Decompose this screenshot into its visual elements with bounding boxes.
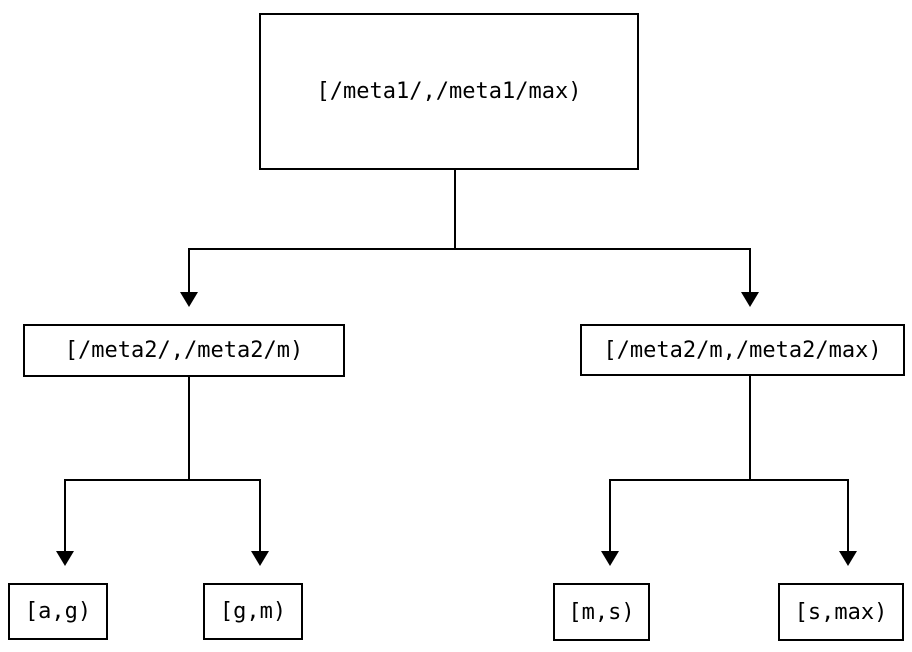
node-leaf-smax: [s,max): [778, 583, 904, 641]
arrowhead-icon: [601, 551, 619, 566]
edge-right-child-to-leaves: [601, 375, 857, 566]
node-child-left: [/meta2/,/meta2/m): [23, 324, 345, 377]
node-child-right: [/meta2/m,/meta2/max): [580, 324, 905, 376]
arrowhead-icon: [180, 292, 198, 307]
node-root: [/meta1/,/meta1/max): [259, 13, 639, 170]
edge-root-to-children: [180, 169, 759, 307]
node-root-label: [/meta1/,/meta1/max): [316, 79, 582, 104]
arrowhead-icon: [56, 551, 74, 566]
arrowhead-icon: [839, 551, 857, 566]
node-leaf-gm: [g,m): [203, 583, 303, 640]
node-leaf-gm-label: [g,m): [219, 599, 287, 624]
edge-left-child-to-leaves: [56, 376, 269, 566]
node-leaf-ag-label: [a,g): [24, 599, 92, 624]
arrowhead-icon: [741, 292, 759, 307]
arrowhead-icon: [251, 551, 269, 566]
node-child-left-label: [/meta2/,/meta2/m): [64, 338, 304, 363]
node-leaf-ms: [m,s): [553, 583, 650, 641]
node-leaf-smax-label: [s,max): [794, 599, 888, 625]
node-leaf-ms-label: [m,s): [568, 599, 635, 625]
node-leaf-ag: [a,g): [8, 583, 108, 640]
node-child-right-label: [/meta2/m,/meta2/max): [603, 337, 882, 363]
